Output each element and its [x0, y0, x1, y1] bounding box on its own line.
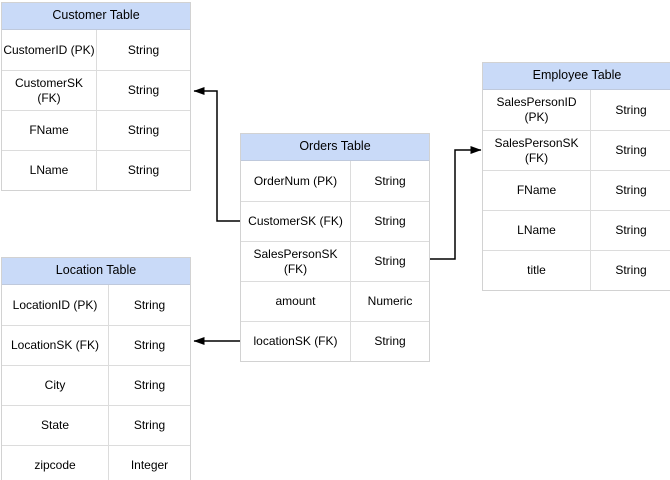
table-orders[interactable]: Orders Table OrderNum (PK) String Custom…: [240, 133, 430, 362]
field-name-cell: FName: [483, 171, 591, 210]
field-name-cell: LocationSK (FK): [2, 326, 109, 365]
field-type-cell: String: [374, 173, 406, 188]
table-customer-title: Customer Table: [2, 3, 190, 30]
table-orders-title: Orders Table: [241, 134, 429, 161]
field-name-cell: SalesPersonSK (FK): [483, 131, 591, 170]
table-row: SalesPersonSK (FK) String: [483, 130, 670, 170]
table-row: SalesPersonID (PK) String: [483, 90, 670, 130]
field-type-cell: String: [133, 418, 166, 432]
field-type-cell: String: [374, 254, 406, 268]
table-row: CustomerID (PK) String: [2, 30, 190, 70]
field-name-cell: SalesPersonSK (FK): [241, 242, 351, 281]
field-name-cell: SalesPersonID (PK): [483, 90, 591, 130]
table-row: LName String: [2, 150, 190, 190]
field-name-cell: OrderNum (PK): [241, 161, 351, 201]
table-row: CustomerSK (FK) String: [241, 201, 429, 241]
field-name-cell: CustomerID (PK): [2, 30, 97, 70]
field-name-cell: State: [2, 406, 109, 445]
field-name-cell: zipcode: [2, 446, 109, 480]
field-name-cell: CustomerSK (FK): [2, 71, 97, 110]
connector-orders-to-customer[interactable]: [193, 87, 240, 222]
field-type-cell: String: [133, 297, 166, 312]
table-row: City String: [2, 365, 190, 405]
table-location[interactable]: Location Table LocationID (PK) String Lo…: [1, 257, 191, 480]
field-type-cell: String: [133, 338, 166, 352]
field-type-cell: String: [127, 42, 160, 57]
field-type-cell: String: [374, 214, 406, 228]
field-type-cell: String: [615, 183, 647, 197]
field-type-cell: String: [374, 334, 406, 348]
table-row: SalesPersonSK (FK) String: [241, 241, 429, 281]
table-location-title: Location Table: [2, 258, 190, 285]
table-row: LocationID (PK) String: [2, 285, 190, 325]
table-row: LocationSK (FK) String: [2, 325, 190, 365]
field-name-cell: LName: [483, 211, 591, 250]
table-row: title String: [483, 250, 670, 290]
field-type-cell: Numeric: [367, 294, 413, 308]
field-name-cell: LName: [2, 151, 97, 190]
field-type-cell: String: [127, 83, 160, 97]
table-row: State String: [2, 405, 190, 445]
table-row: amount Numeric: [241, 281, 429, 321]
table-row: FName String: [2, 110, 190, 150]
table-row: CustomerSK (FK) String: [2, 70, 190, 110]
field-type-cell: String: [615, 263, 647, 277]
field-type-cell: String: [127, 163, 160, 177]
connector-orders-to-employee[interactable]: [430, 146, 482, 260]
field-type-cell: String: [133, 378, 166, 392]
table-row: OrderNum (PK) String: [241, 161, 429, 201]
table-row: locationSK (FK) String: [241, 321, 429, 361]
field-type-cell: String: [615, 102, 647, 117]
field-name-cell: LocationID (PK): [2, 285, 109, 325]
field-name-cell: amount: [241, 282, 351, 321]
field-name-cell: City: [2, 366, 109, 405]
field-name-cell: title: [483, 251, 591, 290]
field-type-cell: Integer: [130, 458, 169, 472]
field-type-cell: String: [615, 143, 647, 157]
field-type-cell: String: [127, 123, 160, 137]
table-employee[interactable]: Employee Table SalesPersonID (PK) String…: [482, 62, 670, 291]
table-row: LName String: [483, 210, 670, 250]
field-name-cell: locationSK (FK): [241, 322, 351, 361]
table-employee-title: Employee Table: [483, 63, 670, 90]
field-type-cell: String: [615, 223, 647, 237]
field-name-cell: CustomerSK (FK): [241, 202, 351, 241]
table-row: zipcode Integer: [2, 445, 190, 480]
table-row: FName String: [483, 170, 670, 210]
table-customer[interactable]: Customer Table CustomerID (PK) String Cu…: [1, 2, 191, 191]
field-name-cell: FName: [2, 111, 97, 150]
